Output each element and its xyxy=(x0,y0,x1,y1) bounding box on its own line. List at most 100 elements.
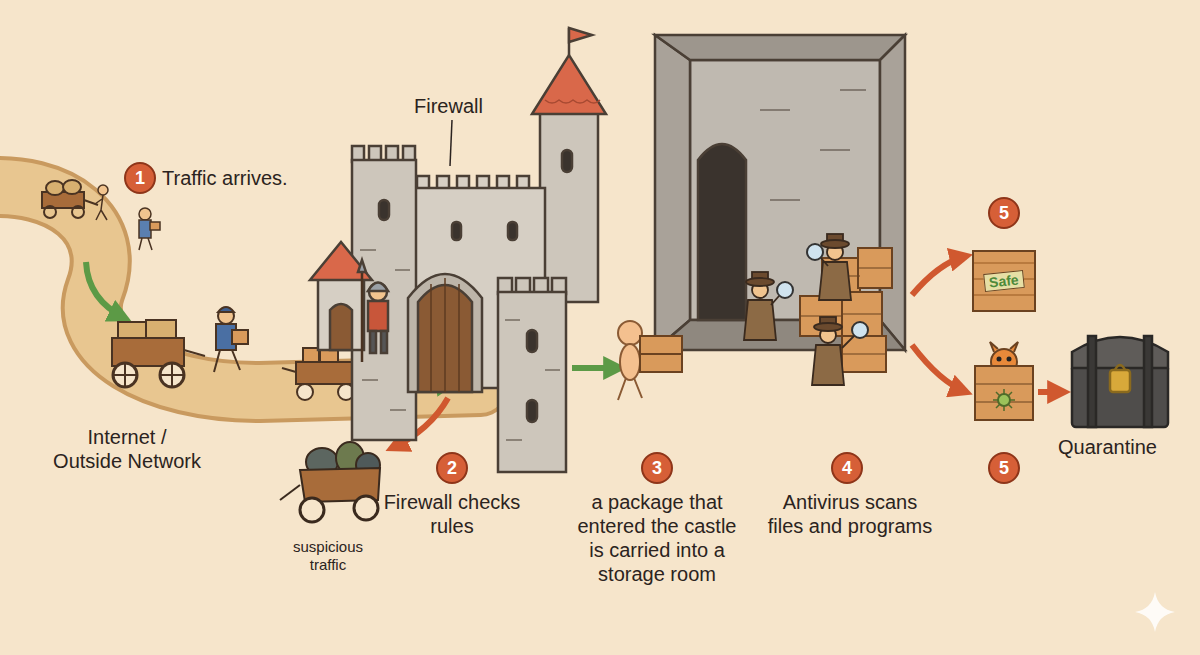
traveller xyxy=(98,185,108,195)
castle xyxy=(369,283,387,301)
castle xyxy=(361,270,364,362)
detective xyxy=(821,258,828,266)
cart xyxy=(63,180,81,194)
castle xyxy=(527,400,537,422)
leader-line xyxy=(450,120,452,166)
storage-room xyxy=(655,35,690,350)
storage-room xyxy=(760,90,866,200)
quarantine-chest xyxy=(1088,336,1096,427)
storage-room xyxy=(655,35,905,350)
suspicious-cart xyxy=(280,485,300,500)
porter xyxy=(618,321,682,400)
crate-sign: Safe xyxy=(983,270,1024,292)
courier xyxy=(218,307,234,312)
infected-crate xyxy=(997,357,1002,362)
castle xyxy=(452,222,461,240)
porter xyxy=(640,353,682,355)
detective xyxy=(807,244,823,260)
infected-crate xyxy=(1007,357,1012,362)
step-text: Antivirus scans files and programs xyxy=(765,490,935,538)
traveller xyxy=(95,185,160,250)
cart xyxy=(42,180,98,218)
castle xyxy=(381,331,387,353)
detective xyxy=(812,345,844,385)
castle xyxy=(508,222,517,240)
traveller xyxy=(139,208,151,220)
porter xyxy=(618,321,642,345)
suspicious-cart xyxy=(280,442,380,522)
cart xyxy=(184,350,205,356)
flow-arrow xyxy=(912,345,966,392)
crate-stack xyxy=(800,248,892,372)
step-text: Firewall checks rules xyxy=(377,490,527,538)
detective xyxy=(777,282,793,298)
cart xyxy=(44,206,56,218)
detective xyxy=(771,296,779,305)
cart xyxy=(282,368,296,372)
quarantine-chest xyxy=(1144,336,1152,427)
porter xyxy=(618,378,642,400)
traveller xyxy=(150,222,160,230)
quarantine-chest xyxy=(1072,365,1168,427)
castle xyxy=(330,304,352,350)
flow-arrow xyxy=(912,256,966,295)
castle xyxy=(368,283,388,292)
castle xyxy=(370,331,376,353)
callout-number: 1 xyxy=(124,162,156,194)
traveller xyxy=(139,238,152,250)
infected-crate xyxy=(975,342,1033,420)
storage-room xyxy=(698,144,746,320)
traveller xyxy=(95,195,107,220)
castle xyxy=(562,150,572,172)
cart xyxy=(297,384,313,400)
region-label: Internet / Outside Network xyxy=(52,425,202,473)
castle xyxy=(368,301,388,331)
detective xyxy=(744,300,776,340)
cart xyxy=(113,363,184,387)
detective xyxy=(746,278,774,286)
castle xyxy=(408,274,482,392)
cart xyxy=(282,346,356,400)
storage-room xyxy=(690,60,880,320)
flow-arrow xyxy=(1038,389,1064,395)
castle xyxy=(505,320,560,440)
infected-crate xyxy=(998,394,1010,406)
note-text: suspicious traffic xyxy=(282,538,374,574)
infected-crate xyxy=(990,342,1018,352)
detective xyxy=(819,262,851,300)
castle xyxy=(310,28,606,472)
cart xyxy=(296,362,356,384)
storage-room xyxy=(880,35,905,350)
step-text: Traffic arrives. xyxy=(162,166,288,190)
crate-box: Safe xyxy=(972,250,1036,312)
castle xyxy=(498,292,566,472)
callout-number: 3 xyxy=(641,452,673,484)
castle xyxy=(318,278,364,350)
quarantine-chest xyxy=(1072,336,1168,427)
storage-room xyxy=(655,35,905,60)
courier xyxy=(232,330,248,344)
courier xyxy=(214,307,248,372)
callout-number: 5 xyxy=(988,197,1020,229)
cart xyxy=(303,348,319,362)
detective xyxy=(821,240,849,248)
detective xyxy=(814,323,842,331)
cart xyxy=(46,181,64,195)
castle xyxy=(545,100,600,103)
flow-arrow xyxy=(86,262,125,318)
infected-crate xyxy=(975,366,1033,420)
cart xyxy=(72,206,84,218)
step-text: a package that entered the castle is car… xyxy=(568,490,746,586)
part-label: Quarantine xyxy=(1058,435,1157,459)
castle xyxy=(431,278,459,392)
castle xyxy=(569,28,592,42)
quarantine-chest xyxy=(1072,337,1168,368)
quarantine-chest xyxy=(1110,370,1130,392)
suspicious-cart xyxy=(300,498,324,522)
castle xyxy=(379,200,389,220)
suspicious-cart xyxy=(354,496,378,520)
porter xyxy=(620,344,640,380)
flow-arrow xyxy=(572,365,620,371)
castle xyxy=(358,260,366,272)
watermark-sparkle xyxy=(1135,592,1175,632)
